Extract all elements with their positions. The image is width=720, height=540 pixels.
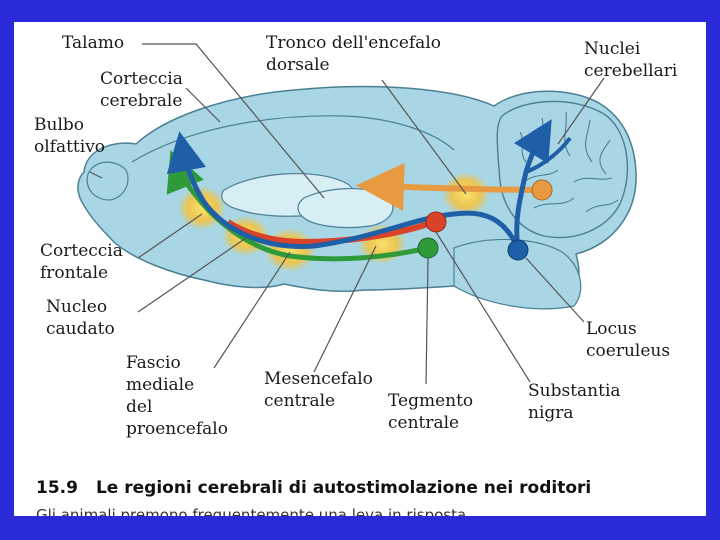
label-fascio-1: Fascio [126, 353, 181, 373]
label-nuclei-2: cerebellari [584, 61, 678, 81]
label-bulbo-1: Bulbo [34, 115, 84, 135]
label-substantia-1: Substantia [528, 381, 621, 401]
label-mesencefalo-2: centrale [264, 391, 335, 411]
figure-panel: Talamo Tronco dell'encefalo dorsale Nucl… [14, 22, 706, 516]
label-corteccia-fr-2: frontale [40, 263, 108, 283]
pathway-blue-branch [525, 136, 572, 174]
pathway-blue-cerebellum [513, 119, 552, 249]
label-corteccia-fr-1: Corteccia [40, 241, 123, 261]
label-locus-2: coeruleus [586, 341, 670, 361]
label-fascio-2: mediale [126, 375, 194, 395]
label-talamo: Talamo [62, 33, 124, 53]
label-tegmento-2: centrale [388, 413, 459, 433]
glow-frontal [178, 186, 226, 230]
figure-title: Le regioni cerebrali di autostimolazione… [95, 478, 592, 498]
label-corteccia-cer-1: Corteccia [100, 69, 183, 89]
olfactory-bulb-shape [86, 161, 129, 201]
brain-diagram: Talamo Tronco dell'encefalo dorsale Nucl… [34, 33, 678, 439]
substantia-nigra-dot [425, 211, 447, 233]
cerebellar-nucleus-dot [531, 179, 553, 201]
label-nucleo-2: caudato [46, 319, 115, 339]
figure-caption-title: 15.9 Le regioni cerebrali di autostimolaz… [36, 478, 591, 498]
pathway-orange [356, 163, 543, 211]
label-tronco-2: dorsale [266, 55, 330, 75]
label-substantia-2: nigra [528, 403, 574, 423]
figure-caption-next-line: Gli animali premono frequentemente una l… [36, 506, 467, 516]
locus-coeruleus-dot [507, 239, 529, 261]
figure-number: 15.9 [36, 478, 78, 498]
label-mesencefalo-1: Mesencefalo [264, 369, 373, 389]
thalamus-shape [297, 188, 394, 229]
label-nuclei-1: Nuclei [584, 39, 641, 59]
pathway-blue-locus [166, 131, 521, 250]
tegmentum-dot [417, 237, 439, 259]
label-tronco-1: Tronco dell'encefalo [266, 33, 441, 53]
label-fascio-4: proencefalo [126, 419, 228, 439]
label-corteccia-cer-2: cerebrale [100, 91, 182, 111]
leader-lines [89, 43, 605, 385]
pathway-green [166, 150, 429, 262]
label-fascio-3: del [126, 397, 152, 417]
label-bulbo-2: olfattivo [34, 137, 105, 157]
label-locus-1: Locus [586, 319, 637, 339]
brainstem-shape [453, 238, 582, 310]
label-nucleo-1: Nucleo [46, 297, 107, 317]
label-tegmento-1: Tegmento [388, 391, 473, 411]
pathway-red [226, 219, 435, 246]
